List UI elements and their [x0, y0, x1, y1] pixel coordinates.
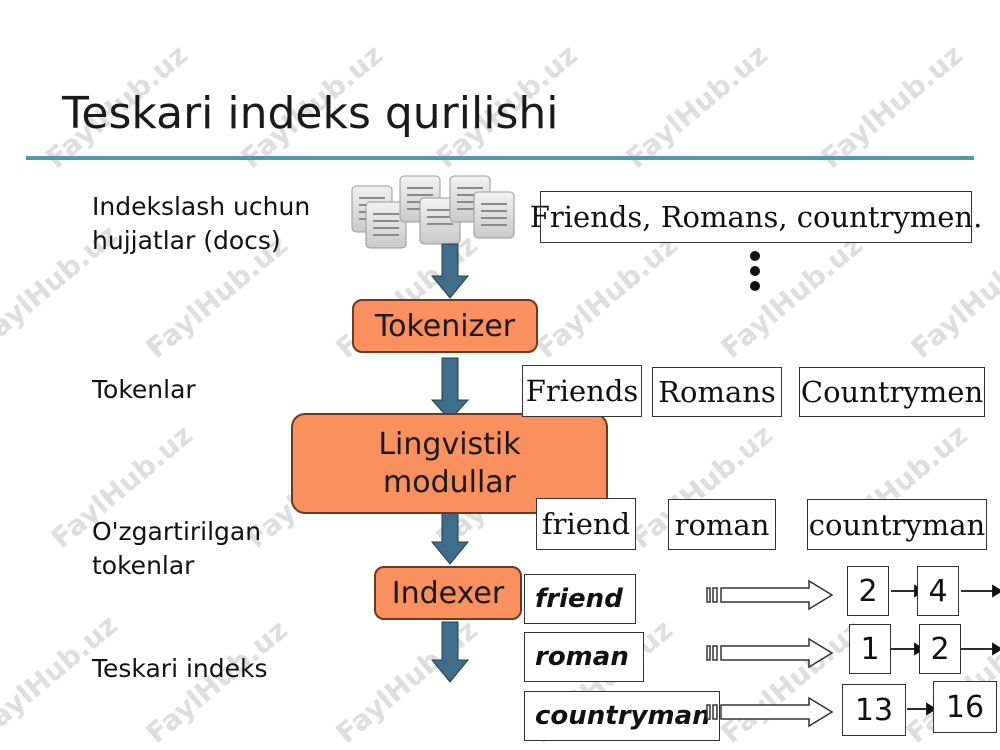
inverted-index-label: Teskari indeks [92, 654, 268, 683]
linguistic-line1: Lingvistik [378, 426, 521, 462]
arrowhead-icon [926, 702, 937, 716]
normalized-token-box: countryman [807, 499, 987, 550]
token-box: Friends [522, 365, 642, 417]
vertical-ellipsis-icon [750, 251, 760, 291]
watermark-text: FaylHub.uz [619, 38, 774, 175]
tokenizer-module: Tokenizer [352, 299, 538, 353]
modified-tokens-label: O'zgartirilgan tokenlar [92, 515, 261, 583]
dictionary-term: countryman [524, 691, 720, 741]
normalized-token-box: roman [668, 499, 776, 550]
arrow-down-icon [430, 621, 470, 683]
arrowhead-icon [992, 584, 1000, 598]
arrow-down-icon [430, 243, 470, 299]
token-box: Romans [652, 367, 782, 417]
docs-label-line1: Indekslash uchun [92, 192, 311, 221]
posting-node: 2 [847, 566, 889, 616]
pointer-arrow-icon [706, 696, 834, 728]
modified-label-line1: O'zgartirilgan [92, 517, 262, 546]
linguistic-line2: modullar [382, 464, 517, 500]
posting-node: 16 [933, 681, 997, 733]
postings-arrows [706, 579, 1000, 728]
indexer-module: Indexer [374, 566, 522, 620]
dictionary-term: roman [524, 632, 644, 682]
arrow-down-icon [430, 357, 470, 421]
pointer-arrow-icon [706, 579, 834, 611]
watermark-text: FaylHub.uz [714, 228, 869, 365]
dictionary-term: friend [524, 574, 636, 624]
pointer-arrow-icon [706, 637, 834, 669]
posting-node: 13 [842, 684, 906, 736]
watermark-text: FaylHub.uz [814, 38, 969, 175]
documents-icon [351, 175, 515, 249]
watermark-text: FaylHub.uz [904, 228, 1000, 365]
linguistic-modules: Lingvistik modullar [291, 413, 608, 514]
pipeline-graphics [351, 175, 515, 683]
arrow-down-icon [430, 505, 470, 565]
posting-node: 2 [919, 624, 961, 674]
watermark-text: FaylHub.uz [529, 228, 684, 365]
posting-node: 1 [849, 624, 891, 674]
normalized-token-box: friend [536, 498, 636, 550]
sentence-box: Friends, Romans, countrymen. [530, 191, 982, 243]
title-divider [26, 156, 974, 160]
tokens-label: Tokenlar [92, 375, 196, 404]
arrowhead-icon [992, 642, 1000, 656]
posting-node: 4 [917, 566, 959, 616]
slide-title: Teskari indeks qurilishi [62, 88, 559, 139]
docs-label-line2: hujjatlar (docs) [92, 226, 281, 255]
token-box: Countrymen [799, 367, 985, 417]
modified-label-line2: tokenlar [92, 551, 195, 580]
docs-label: Indekslash uchun hujjatlar (docs) [92, 190, 310, 258]
